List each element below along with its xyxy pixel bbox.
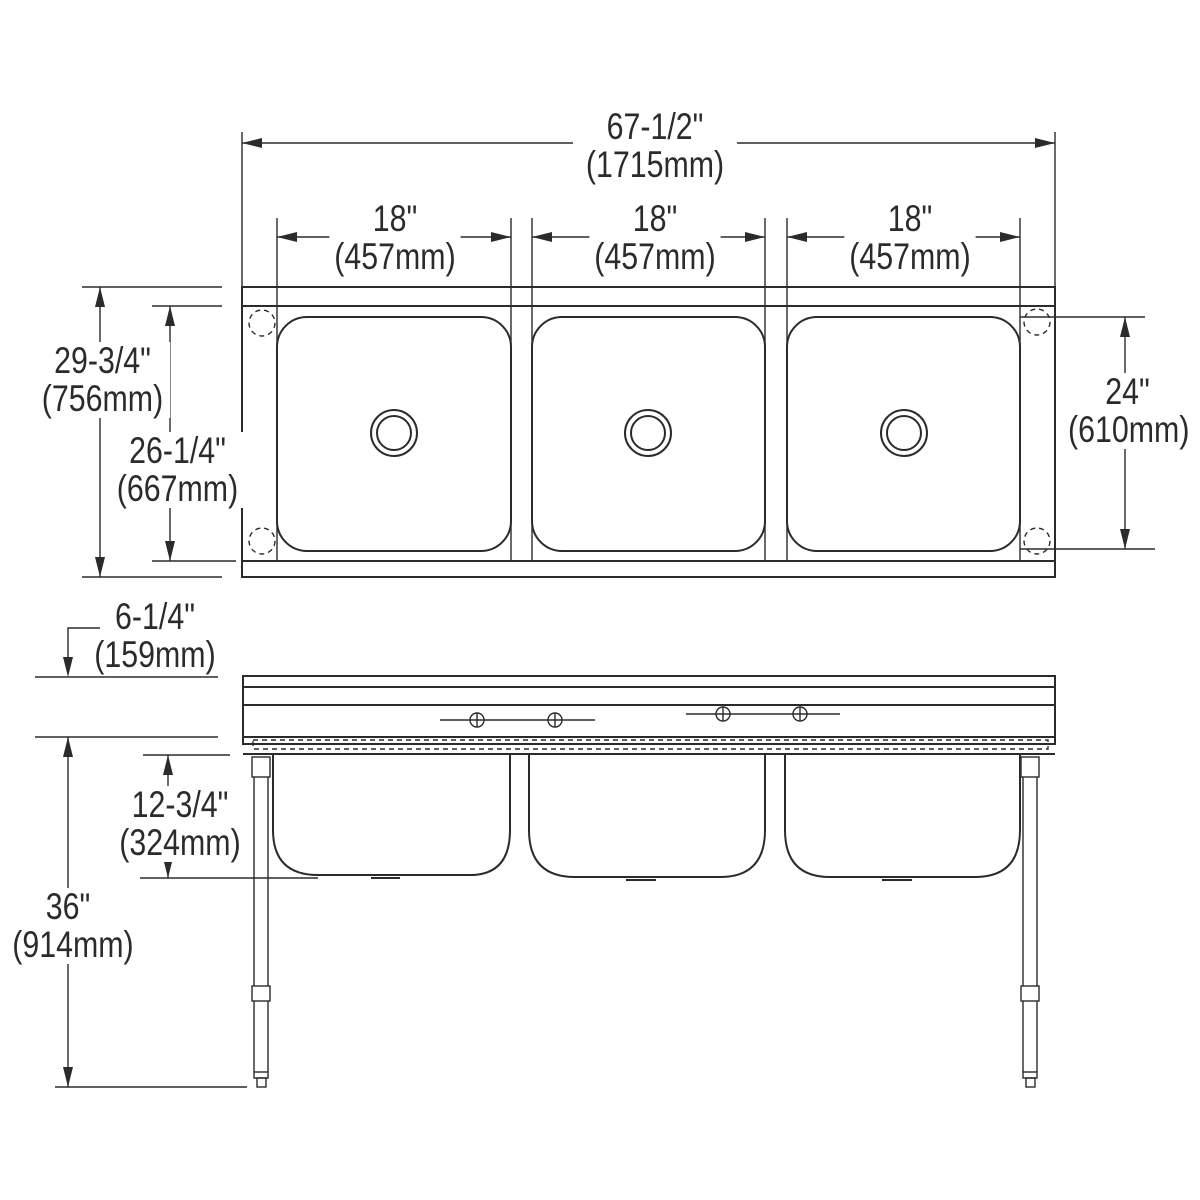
bowl-3-front — [784, 755, 1021, 878]
leg-spacing-depth-label: 24" (610mm) — [1068, 371, 1190, 450]
bowl-width-1-mm: (457mm) — [334, 236, 456, 277]
bowl-depth-inch: 12-3/4" — [131, 784, 229, 825]
rim-height-inch: 36" — [45, 886, 91, 927]
overall-width-mm: (1715mm) — [585, 144, 725, 185]
bowl-width-1-inch: 18" — [372, 198, 418, 239]
leg-spacing-depth-mm: (610mm) — [1068, 409, 1190, 450]
drain-circle-icon — [370, 409, 418, 457]
backsplash-height-label: 6-1/4" (159mm) — [94, 598, 217, 674]
backsplash-height-inch: 6-1/4" — [115, 596, 195, 637]
bowl-3-plan — [786, 316, 1021, 552]
leg-left — [251, 756, 271, 1088]
bowl-2-front — [528, 755, 766, 878]
overall-depth-mm: (756mm) — [41, 378, 164, 419]
drain-circle-icon — [880, 409, 928, 457]
bowl-width-3-label: 18" (457mm) — [844, 198, 976, 277]
bowl-depth-mm: (324mm) — [119, 822, 241, 863]
overall-width-inch: 67-1/2" — [606, 106, 704, 147]
rim-height-mm: (914mm) — [12, 924, 134, 965]
dashed-circle-icon — [248, 308, 1051, 555]
bowl-1-front — [272, 755, 511, 876]
sink-depth-inch: 26-1/4" — [129, 430, 226, 471]
backsplash-height-mm: (159mm) — [94, 634, 216, 675]
bowl-width-1-label: 18" (457mm) — [329, 198, 461, 277]
leg-right — [1020, 756, 1040, 1088]
overall-depth-label: 29-3/4" (756mm) — [34, 340, 171, 419]
bowl-1-plan — [276, 316, 512, 552]
bowl-width-2-mm: (457mm) — [594, 236, 716, 277]
bowl-width-2-inch: 18" — [632, 198, 678, 239]
overall-depth-inch: 29-3/4" — [54, 340, 151, 381]
faucet-holes-left — [440, 712, 595, 728]
rim-height-label: 36" (914mm) — [12, 886, 134, 965]
bowl-width-3-mm: (457mm) — [849, 236, 971, 277]
plan-view — [82, 132, 1155, 578]
sink-depth-mm: (667mm) — [116, 468, 239, 509]
leg-spacing-depth-inch: 24" — [1105, 371, 1150, 412]
sink-depth-label: 26-1/4" (667mm) — [109, 430, 246, 509]
bowl-width-3-inch: 18" — [887, 198, 933, 239]
faucet-holes-right — [686, 706, 840, 722]
overall-width-label: 67-1/2" (1715mm) — [573, 108, 737, 184]
bowl-2-plan — [531, 316, 766, 552]
drain-circle-icon — [624, 409, 672, 457]
bowl-width-2-label: 18" (457mm) — [589, 198, 721, 277]
bowl-depth-label: 12-3/4" (324mm) — [114, 784, 246, 863]
